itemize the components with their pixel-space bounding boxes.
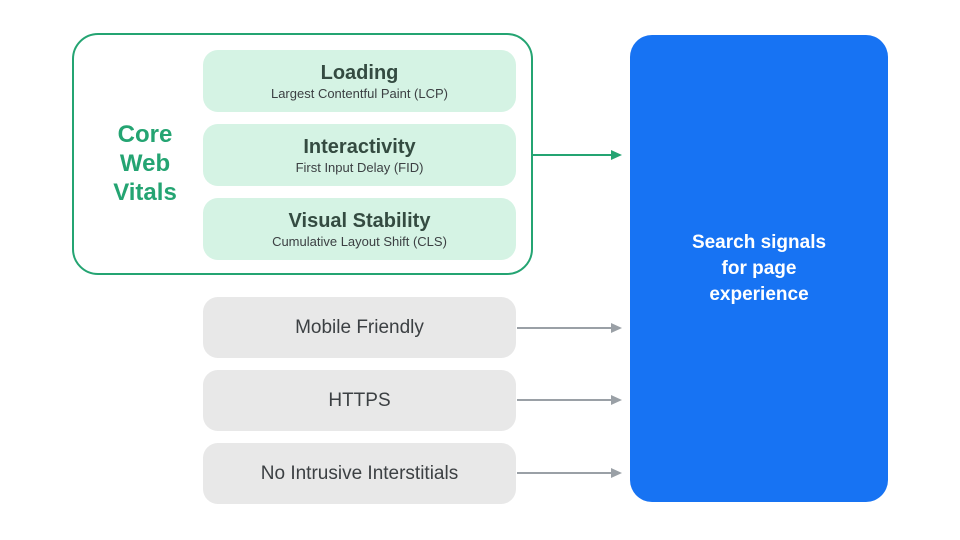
search-signals-panel: Search signals for page experience (630, 35, 888, 502)
arrow-shaft (517, 472, 614, 474)
no-intrusive-interstitials-label: No Intrusive Interstitials (260, 462, 459, 484)
interactivity-card: Interactivity First Input Delay (FID) (203, 124, 516, 186)
visual-stability-subtitle: Cumulative Layout Shift (CLS) (272, 233, 447, 249)
arrow-shaft (533, 154, 614, 156)
https-arrow (517, 394, 622, 406)
visual-stability-card: Visual Stability Cumulative Layout Shift… (203, 198, 516, 260)
core-web-vitals-arrow (533, 149, 622, 161)
mobile-friendly-card: Mobile Friendly (203, 297, 516, 358)
https-card: HTTPS (203, 370, 516, 431)
loading-card: Loading Largest Contentful Paint (LCP) (203, 50, 516, 112)
arrow-shaft (517, 327, 614, 329)
loading-title: Loading (320, 61, 399, 84)
no-intrusive-interstitials-arrow (517, 467, 622, 479)
visual-stability-title: Visual Stability (288, 209, 431, 232)
loading-subtitle: Largest Contentful Paint (LCP) (270, 85, 449, 101)
search-signals-label: Search signals for page experience (691, 231, 827, 305)
interactivity-title: Interactivity (303, 135, 416, 158)
core-web-vitals-label: Core Web Vitals (113, 121, 177, 206)
arrow-shaft (517, 399, 614, 401)
interactivity-subtitle: First Input Delay (FID) (295, 159, 424, 175)
no-intrusive-interstitials-card: No Intrusive Interstitials (203, 443, 516, 504)
mobile-friendly-label: Mobile Friendly (295, 316, 424, 338)
https-label: HTTPS (328, 389, 391, 411)
mobile-friendly-arrow (517, 322, 622, 334)
